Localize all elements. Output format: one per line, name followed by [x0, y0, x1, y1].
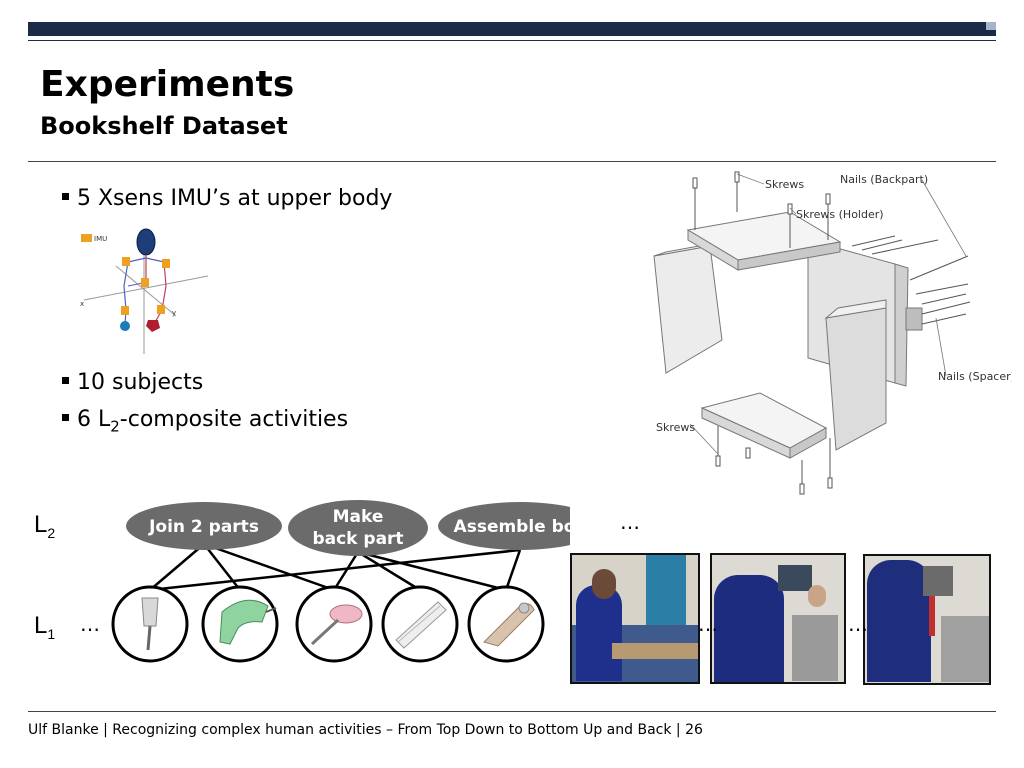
- imu-sensor-icon: [122, 257, 130, 266]
- slide-title: Experiments: [40, 64, 295, 105]
- header-accent-square: [986, 22, 996, 30]
- left-hand-icon: [120, 321, 130, 331]
- person-icon: [867, 560, 931, 682]
- bookshelf-assembly-diagram: Skrews Nails (Backpart) Skrews (Holder) …: [653, 171, 1012, 495]
- left-side-panel: [653, 245, 723, 374]
- bullet-subjects: 10 subjects: [62, 370, 203, 395]
- frames-ellipsis: …: [698, 612, 718, 636]
- video-frame-3: [863, 554, 991, 685]
- saw-icon: [381, 585, 459, 663]
- right-side-panel: [825, 307, 887, 451]
- top-screws-icon: [692, 171, 831, 248]
- bullet-text-pre: 6 L: [77, 407, 111, 432]
- bottom-screws-icon: [715, 426, 833, 495]
- imu-legend-label: IMU: [94, 235, 107, 243]
- bullet-square-icon: [62, 376, 69, 384]
- header-line: [28, 40, 996, 41]
- title-divider: [28, 161, 996, 162]
- right-hand-icon: [146, 320, 160, 332]
- level-1-label: L1: [34, 612, 56, 642]
- slide-subtitle: Bookshelf Dataset: [40, 112, 288, 140]
- wrench-icon: [467, 585, 545, 663]
- head-icon: [136, 228, 156, 256]
- activity-label-line2: back part: [312, 529, 403, 549]
- level-2-label: L2: [34, 511, 56, 541]
- activity-label: Assemble box: [454, 517, 570, 537]
- video-frame-2: [710, 553, 846, 684]
- activity-label: Join 2 parts: [148, 517, 259, 537]
- bullet-activities: 6 L2-composite activities: [62, 407, 348, 435]
- activity-join-2-parts: Join 2 parts: [126, 502, 282, 550]
- power-drill-icon: [201, 585, 279, 663]
- imu-sensor-icon: [157, 305, 165, 314]
- video-frame-1: [570, 553, 700, 684]
- imu-sensor-icon: [141, 278, 149, 287]
- level-1-ellipsis: …: [80, 612, 100, 636]
- label-skrews-bottom: Skrews: [656, 421, 695, 434]
- spacer-block: [905, 307, 923, 331]
- activity-hierarchy-graph: Join 2 parts Make back part Assemble box: [111, 500, 570, 663]
- bullet-square-icon: [62, 413, 69, 421]
- label-nails-backpart: Nails (Backpart): [840, 173, 928, 186]
- imu-sensor-icon: [121, 306, 129, 315]
- hammer-icon: [295, 585, 373, 663]
- bullet-text: 10 subjects: [77, 370, 204, 395]
- imu-axis-x-label: x: [80, 300, 84, 308]
- imu-legend-swatch-icon: [81, 234, 92, 242]
- imu-axis-y-label: y: [172, 309, 176, 317]
- screwdriver-icon: [111, 585, 189, 663]
- header-bar: [28, 22, 996, 36]
- label-skrews-top: Skrews: [765, 178, 804, 191]
- footer-divider: [28, 711, 996, 712]
- bullet-imu: 5 Xsens IMU’s at upper body: [62, 186, 392, 211]
- footer-text: Ulf Blanke | Recognizing complex human a…: [28, 722, 703, 738]
- person-icon: [576, 585, 622, 681]
- activity-label-line1: Make: [333, 507, 384, 527]
- bullet-text-post: -composite activities: [119, 407, 349, 432]
- imu-body-figure: IMU x y: [80, 228, 209, 354]
- bullet-text-sub: 2: [110, 417, 120, 436]
- bullet-square-icon: [62, 192, 69, 200]
- bullet-text: 5 Xsens IMU’s at upper body: [77, 186, 393, 211]
- label-nails-spacer: Nails (Spacer): [938, 370, 1012, 383]
- activity-make-back-part: Make back part: [288, 500, 428, 556]
- label-skrews-holder: Skrews (Holder): [796, 208, 884, 221]
- power-drill-icon: [778, 565, 812, 591]
- person-icon: [714, 575, 784, 682]
- hierarchy-connectors: [149, 542, 522, 592]
- level-2-ellipsis: …: [620, 510, 640, 534]
- nails-icon: [851, 235, 971, 325]
- imu-sensor-icon: [162, 259, 170, 268]
- frames-ellipsis: …: [848, 612, 868, 636]
- activity-assemble-box: Assemble box: [438, 502, 570, 550]
